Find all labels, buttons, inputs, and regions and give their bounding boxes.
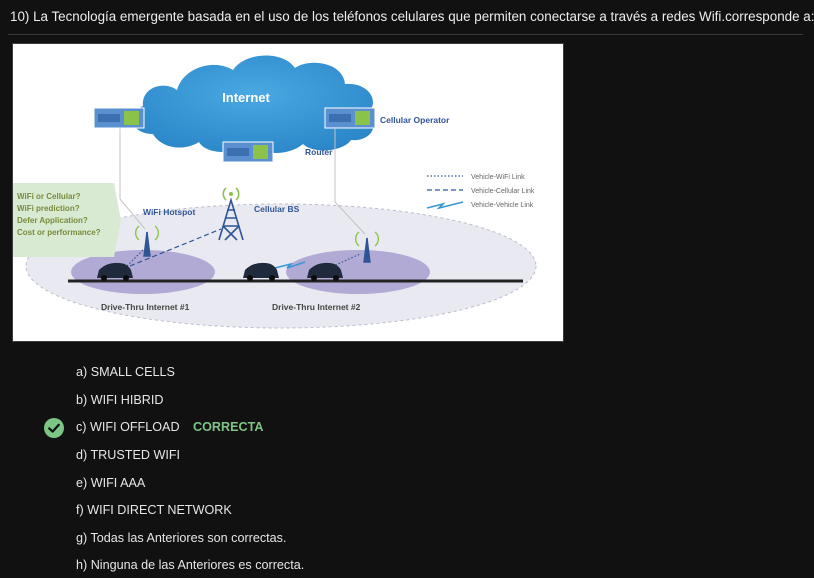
- wifi-hotspot-antenna-icon: [135, 225, 159, 257]
- option-g[interactable]: g) Todas las Anteriores son correctas.: [76, 531, 287, 545]
- option-d[interactable]: d) TRUSTED WIFI: [76, 448, 181, 462]
- router-label: Router: [305, 147, 333, 157]
- network-diagram: Internet Router Cellular Operator: [12, 43, 564, 342]
- cellular-operator-device: [324, 107, 376, 129]
- option-a[interactable]: a) SMALL CELLS: [76, 365, 175, 379]
- drive-thru-1-label: Drive-Thru Internet #1: [101, 302, 190, 312]
- car-1-icon: [97, 262, 133, 281]
- option-f[interactable]: f) WIFI DIRECT NETWORK: [76, 503, 232, 517]
- correct-badge: CORRECTA: [193, 420, 264, 434]
- internet-label: Internet: [222, 90, 270, 105]
- wifi-hotspot-label: WiFi Hotspot: [143, 207, 195, 217]
- legend-cellular-link: Vehicle-Cellular Link: [471, 188, 535, 195]
- decision-line-3: Defer Application?: [17, 216, 88, 225]
- router-device: [222, 141, 274, 163]
- cellular-operator-label: Cellular Operator: [380, 115, 450, 125]
- divider: [8, 34, 803, 35]
- option-c[interactable]: c) WIFI OFFLOAD: [76, 420, 180, 434]
- question-text: 10) La Tecnología emergente basada en el…: [10, 9, 814, 24]
- decision-line-2: WiFi prediction?: [17, 204, 80, 213]
- decision-box: WiFi or Cellular? WiFi prediction? Defer…: [13, 183, 121, 257]
- legend-v2v-link: Vehicle-Vehicle Link: [471, 202, 534, 209]
- drive-thru-2-label: Drive-Thru Internet #2: [272, 302, 361, 312]
- legend-wifi-link: Vehicle-WiFi Link: [471, 174, 525, 181]
- wifi-hotspot-antenna-2-icon: [355, 231, 379, 263]
- car-3-icon: [307, 262, 343, 281]
- legend: Vehicle-WiFi Link Vehicle-Cellular Link …: [426, 174, 535, 210]
- option-h[interactable]: h) Ninguna de las Anteriores es correcta…: [76, 558, 305, 572]
- hotspot-router-device: [93, 107, 145, 129]
- internet-cloud: Internet: [132, 55, 374, 153]
- check-circle-icon: [44, 418, 64, 438]
- cellular-bs-label: Cellular BS: [254, 204, 300, 214]
- cellular-bs-tower-icon: [218, 187, 244, 241]
- option-e[interactable]: e) WIFI AAA: [76, 476, 146, 490]
- car-2-icon: [243, 262, 279, 281]
- option-b[interactable]: b) WIFI HIBRID: [76, 393, 164, 407]
- drive-thru-zone-1: [71, 250, 215, 294]
- decision-line-1: WiFi or Cellular?: [17, 192, 81, 201]
- drive-thru-zone-2: [286, 250, 430, 294]
- decision-line-4: Cost or performance?: [17, 228, 101, 237]
